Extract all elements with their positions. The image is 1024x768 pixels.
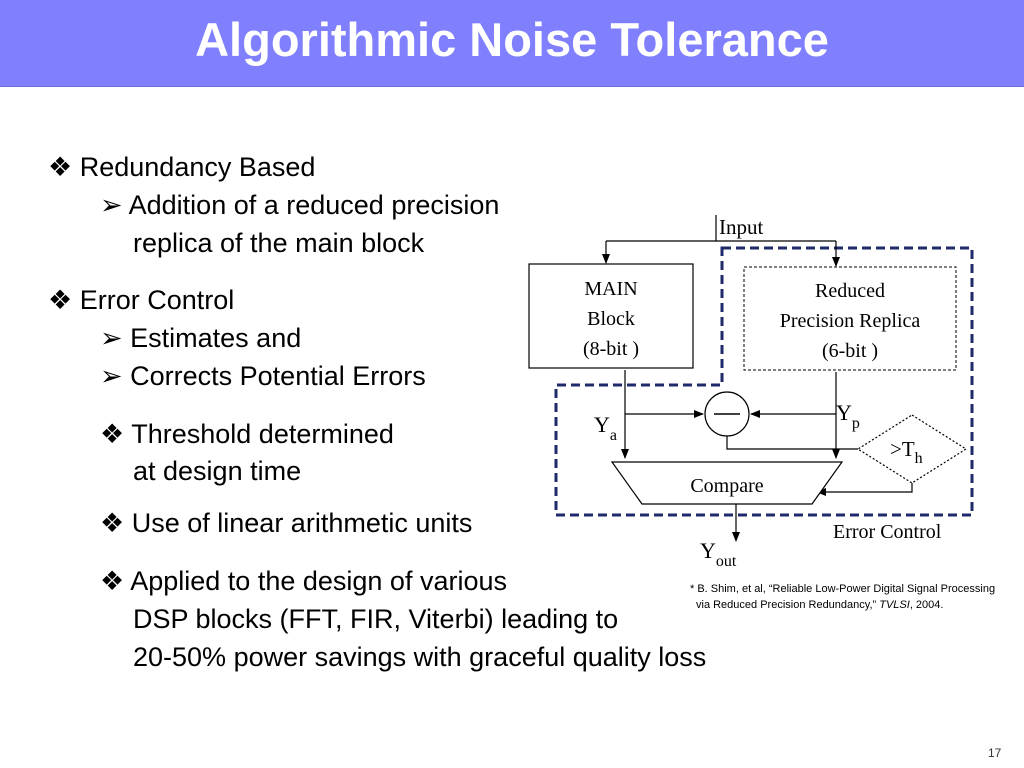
citation-footnote: * B. Shim, et al, “Reliable Low-Power Di… bbox=[690, 581, 995, 613]
compare-block bbox=[610, 461, 844, 505]
threshold-to-compare-arrow bbox=[816, 483, 913, 496]
sub-bullet-addition: ➢ Addition of a reduced precision bbox=[100, 190, 499, 220]
bullet-text: Use of linear arithmetic units bbox=[131, 508, 473, 538]
page-number: 17 bbox=[988, 746, 1002, 760]
diamond-bullet-icon: ❖ bbox=[100, 508, 125, 538]
yout-label: Yout bbox=[700, 538, 737, 570]
diamond-bullet-icon: ❖ bbox=[48, 285, 73, 315]
error-control-label: Error Control bbox=[833, 521, 942, 543]
ya-label: Ya bbox=[594, 412, 617, 444]
yp-label: Yp bbox=[836, 400, 860, 432]
footnote-line2: via Reduced Precision Redundancy,” TVLSI… bbox=[690, 597, 995, 613]
compare-label: Compare bbox=[690, 475, 763, 497]
replica-block-line3: (6-bit ) bbox=[822, 340, 878, 362]
sub-bullet-corrects: ➢ Corrects Potential Errors bbox=[100, 361, 426, 391]
bullet-applied-line3: 20-50% power savings with graceful quali… bbox=[133, 642, 707, 672]
slide-title: Algorithmic Noise Tolerance bbox=[195, 13, 829, 66]
bullet-text: Corrects Potential Errors bbox=[130, 361, 426, 391]
threshold-label: >Th bbox=[890, 437, 923, 467]
bullet-text: Redundancy Based bbox=[79, 152, 316, 182]
replica-block-line2: Precision Replica bbox=[780, 310, 921, 332]
bullet-text: Addition of a reduced precision bbox=[128, 190, 500, 220]
bullet-applied-line2: DSP blocks (FFT, FIR, Viterbi) leading t… bbox=[133, 604, 619, 634]
bullet-applied: ❖ Applied to the design of various bbox=[100, 566, 507, 596]
bullet-redundancy: ❖ Redundancy Based bbox=[48, 152, 315, 182]
bullet-text: Threshold determined bbox=[131, 419, 394, 449]
replica-block bbox=[743, 266, 957, 371]
bullet-text: Applied to the design of various bbox=[130, 566, 507, 596]
title-bar: Algorithmic Noise Tolerance bbox=[0, 0, 1024, 87]
diamond-bullet-icon: ❖ bbox=[100, 419, 125, 449]
arrow-bullet-icon: ➢ bbox=[100, 190, 123, 220]
bullet-threshold: ❖ Threshold determined bbox=[100, 419, 394, 449]
footnote-line2-prefix: via Reduced Precision Redundancy,” bbox=[696, 599, 880, 611]
threshold-diamond bbox=[856, 414, 968, 484]
arrow-bullet-icon: ➢ bbox=[100, 323, 123, 353]
replica-block-line1: Reduced bbox=[815, 280, 885, 302]
bullet-text: Estimates and bbox=[130, 323, 302, 353]
main-block bbox=[528, 263, 694, 369]
sub-bullet-continuation: replica of the main block bbox=[133, 228, 425, 258]
input-label: Input bbox=[719, 215, 763, 239]
subtractor-to-threshold bbox=[726, 436, 858, 450]
bullet-error-control: ❖ Error Control bbox=[48, 285, 234, 315]
main-block-line3: (8-bit ) bbox=[583, 338, 639, 360]
arrow-bullet-icon: ➢ bbox=[100, 361, 123, 391]
bullet-text: Error Control bbox=[79, 285, 235, 315]
main-block-line2: Block bbox=[587, 308, 635, 330]
footnote-line1: * B. Shim, et al, “Reliable Low-Power Di… bbox=[690, 583, 996, 595]
bullet-threshold-continuation: at design time bbox=[133, 456, 302, 486]
main-block-line1: MAIN bbox=[584, 278, 637, 300]
diamond-bullet-icon: ❖ bbox=[48, 152, 73, 182]
error-control-region bbox=[554, 246, 974, 517]
sub-bullet-estimates: ➢ Estimates and bbox=[100, 323, 301, 353]
bullet-linear-units: ❖ Use of linear arithmetic units bbox=[100, 508, 472, 538]
footnote-line2-suffix: , 2004. bbox=[909, 599, 944, 611]
diamond-bullet-icon: ❖ bbox=[100, 566, 125, 596]
footnote-journal: TVLSI bbox=[879, 599, 910, 611]
